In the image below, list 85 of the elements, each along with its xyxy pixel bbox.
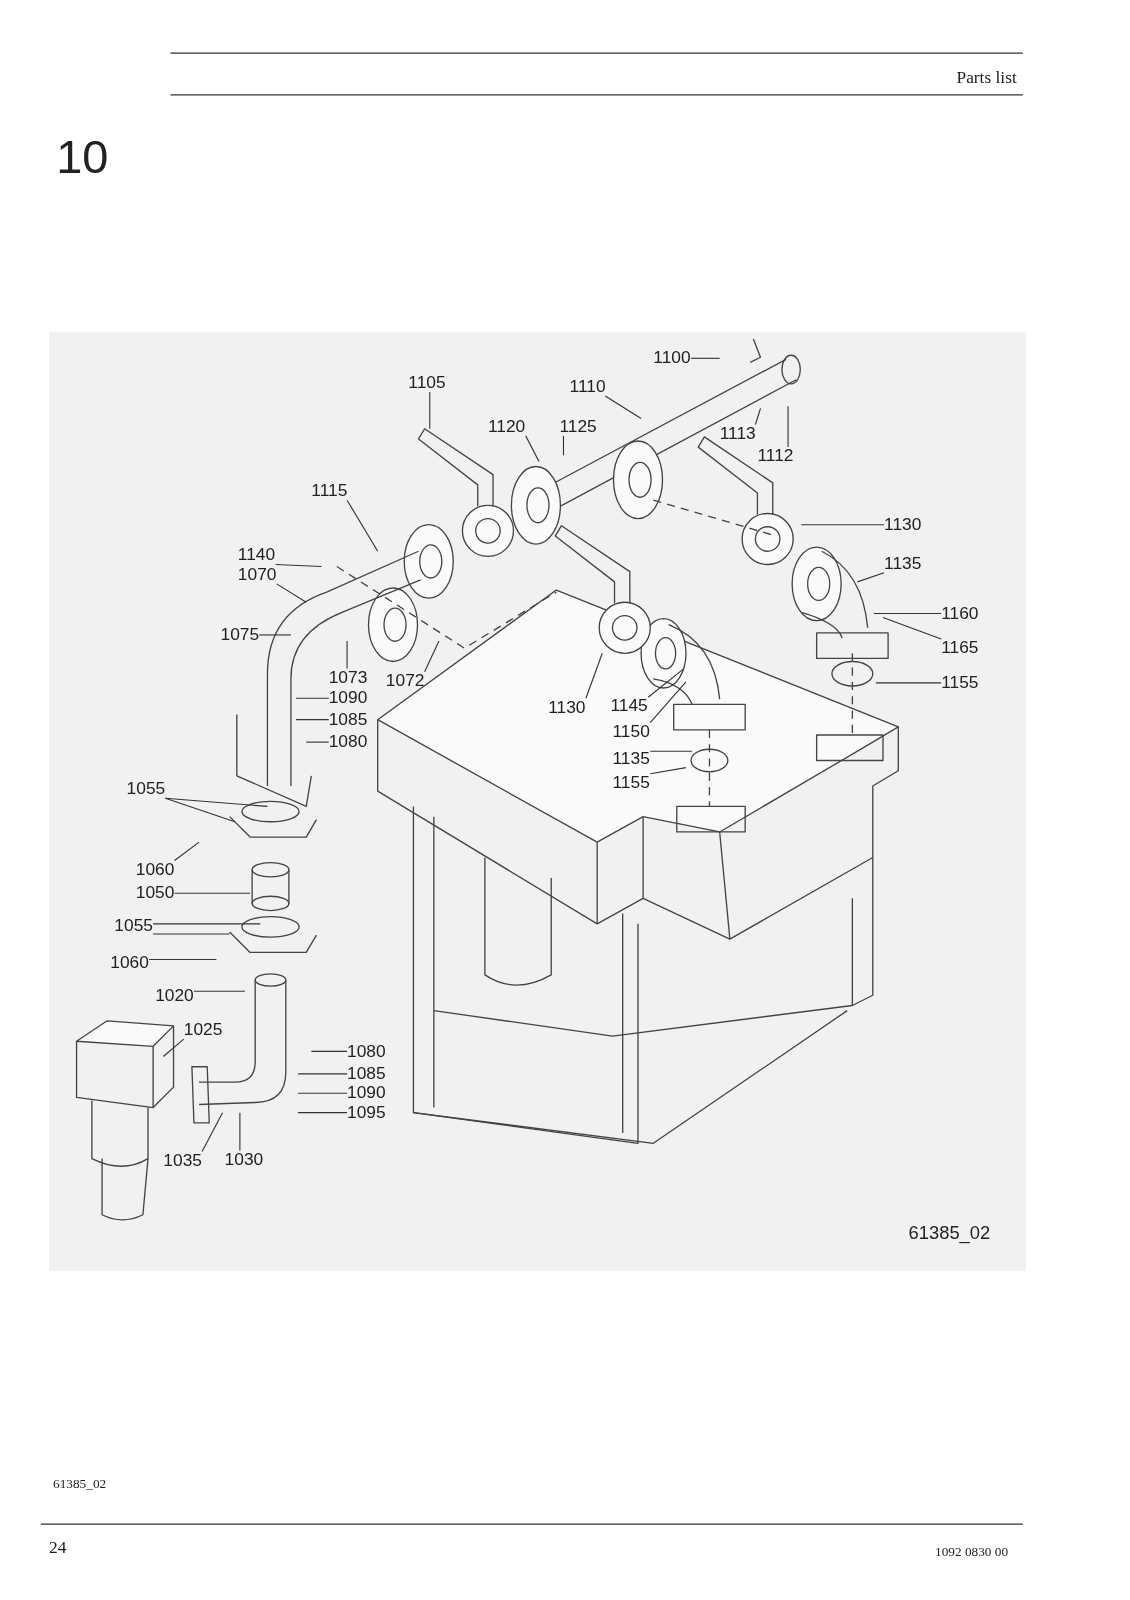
leader-line (649, 767, 687, 775)
callout-number: 1025 (183, 1020, 223, 1040)
callout-number: 1145 (610, 697, 648, 716)
leader-line (429, 391, 431, 430)
callout-number: 1090 (347, 1084, 386, 1103)
callout-number: 1120 (487, 417, 526, 436)
callout-number: 1155 (612, 773, 650, 793)
drawing-number: 61385_02 (908, 1222, 991, 1245)
leader-line (297, 1092, 348, 1094)
leader-line (152, 933, 231, 935)
callout-number: 1080 (328, 732, 368, 752)
callout-number: 1070 (237, 565, 277, 584)
leader-line (305, 741, 330, 743)
callout-number: 1115 (311, 481, 348, 501)
leader-line (310, 1050, 348, 1052)
callout-number: 1125 (559, 417, 597, 436)
callout-number: 1090 (328, 689, 368, 708)
leader-line (690, 357, 721, 359)
leader-line (562, 435, 565, 456)
leader-line (239, 1112, 241, 1151)
callout-number: 1165 (941, 639, 979, 658)
callout-number: 1160 (941, 604, 979, 623)
callout-number: 1050 (135, 884, 175, 903)
callout-number: 1135 (612, 749, 650, 768)
document-number: 1092 0830 00 (935, 1543, 1009, 1560)
callout-number: 1060 (135, 860, 175, 879)
leader-line (275, 563, 323, 568)
leader-line (787, 405, 789, 448)
callout-number: 1105 (408, 373, 446, 392)
leader-line (800, 524, 885, 526)
callout-number: 1060 (110, 953, 149, 972)
callout-number: 1085 (347, 1064, 386, 1084)
callout-number: 1075 (220, 625, 260, 645)
leader-line (346, 640, 348, 670)
callout-number: 1130 (548, 698, 586, 717)
section-number: 10 (56, 128, 109, 184)
leader-line (162, 1038, 185, 1058)
callout-number: 1020 (155, 987, 194, 1006)
leader-line (276, 583, 307, 603)
callout-number: 1035 (163, 1151, 202, 1170)
leader-line (174, 892, 251, 894)
drawing-reference: 61385_02 (53, 1476, 107, 1493)
leader-line (424, 640, 440, 673)
leader-line (148, 959, 217, 961)
callout-number: 1030 (224, 1150, 264, 1169)
leader-line (174, 841, 200, 862)
callout-number: 1113 (719, 424, 756, 444)
leader-line (152, 923, 261, 925)
leader-line (201, 1112, 224, 1152)
callout-number: 1072 (385, 671, 425, 691)
leader-line (525, 435, 540, 462)
callout-number: 1100 (653, 349, 691, 368)
leader-line (856, 572, 885, 583)
callout-number: 1095 (347, 1103, 386, 1122)
page-number: 24 (49, 1537, 67, 1558)
leader-line (647, 668, 685, 698)
leader-line (295, 697, 330, 699)
callout-number: 1112 (757, 447, 794, 466)
leader-line (873, 612, 942, 615)
leader-line (754, 407, 762, 426)
callout-number: 1110 (569, 377, 606, 397)
callout-number: 1055 (114, 916, 153, 936)
leader-line (164, 797, 236, 823)
leader-line (297, 1112, 348, 1114)
leader-line (604, 395, 642, 420)
leader-line (649, 681, 687, 724)
callout-number: 1140 (237, 546, 276, 565)
leader-line (585, 652, 603, 699)
leader-line (649, 750, 693, 752)
leader-line (346, 499, 379, 552)
leader-line (295, 719, 330, 721)
callout-number: 1080 (347, 1042, 386, 1061)
callout-number: 1073 (328, 668, 368, 687)
leader-line (193, 990, 246, 992)
leader-line (258, 634, 292, 636)
header-title: Parts list (956, 67, 1017, 88)
callout-number: 1155 (941, 673, 979, 693)
callout-number: 1085 (328, 710, 368, 729)
callout-number: 1055 (126, 779, 166, 799)
callout-number: 1130 (884, 515, 922, 534)
leader-line (882, 617, 942, 640)
leader-line (875, 682, 942, 684)
leader-line (297, 1073, 348, 1075)
callout-number: 1150 (612, 722, 650, 742)
callout-number: 1135 (884, 554, 922, 573)
